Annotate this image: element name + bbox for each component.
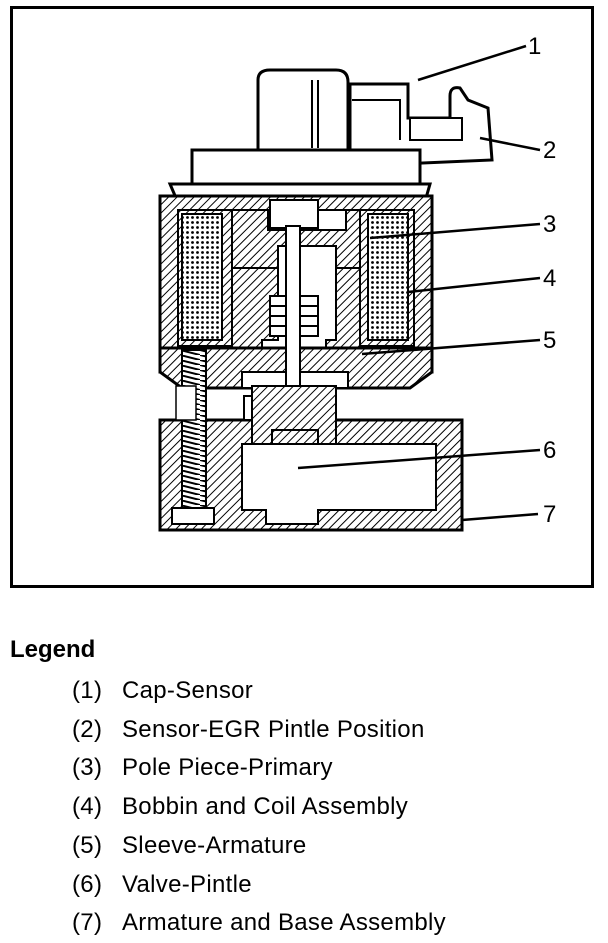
callout-1: 1 [528, 33, 541, 60]
bobbin-coil-right [359, 209, 415, 347]
legend-title: Legend [10, 636, 96, 663]
legend-item-label: Sleeve-Armature [122, 831, 307, 859]
figure-frame: 1 2 3 4 5 6 7 [10, 6, 594, 588]
callout-6: 6 [543, 437, 556, 464]
legend-item: (2) Sensor-EGR Pintle Position [72, 711, 446, 750]
legend-item-label: Armature and Base Assembly [122, 909, 446, 937]
callout-5: 5 [543, 327, 556, 354]
legend-item: (4) Bobbin and Coil Assembly [72, 788, 446, 827]
housing-top-plate [167, 148, 432, 200]
legend-item: (1) Cap-Sensor [72, 672, 446, 711]
legend-item-number: (1) [72, 677, 103, 704]
legend-item: (3) Pole Piece-Primary [72, 749, 446, 788]
leader-lines [297, 44, 541, 522]
legend-item: (6) Valve-Pintle [72, 866, 446, 905]
sleeve-armature [231, 267, 361, 357]
legend-item-number: (6) [72, 870, 103, 898]
legend-item-label: Sensor-EGR Pintle Position [122, 715, 425, 743]
legend-list: (1) Cap-Sensor (2) Sensor-EGR Pintle Posit… [72, 672, 446, 943]
callout-3: 3 [543, 211, 556, 238]
callout-2: 2 [543, 137, 556, 164]
legend-item-label: Valve-Pintle [122, 870, 252, 898]
mounting-bolt [171, 349, 215, 525]
legend-item-label: Bobbin and Coil Assembly [122, 793, 409, 821]
legend-item-label: Cap-Sensor [122, 677, 254, 704]
cap-sensor [256, 68, 350, 152]
bobbin-coil-left [177, 209, 233, 347]
legend-item: (5) Sleeve-Armature [72, 827, 446, 866]
legend-item-number: (5) [72, 831, 103, 859]
legend-item-label: Pole Piece-Primary [122, 754, 333, 782]
callout-numbers: 1 2 3 4 5 6 7 [528, 33, 556, 528]
legend-item: (7) Armature and Base Assembly [72, 904, 446, 943]
legend-item-number: (4) [72, 793, 103, 821]
legend-item-number: (7) [72, 909, 103, 937]
egr-valve-diagram: 1 2 3 4 5 6 7 [158, 33, 556, 532]
callout-4: 4 [543, 265, 556, 292]
armature-base-assembly [158, 385, 464, 532]
pintle-position-sensor [348, 82, 494, 166]
legend-item-number: (3) [72, 754, 103, 782]
callout-7: 7 [543, 501, 556, 528]
legend-item-number: (2) [72, 715, 103, 743]
